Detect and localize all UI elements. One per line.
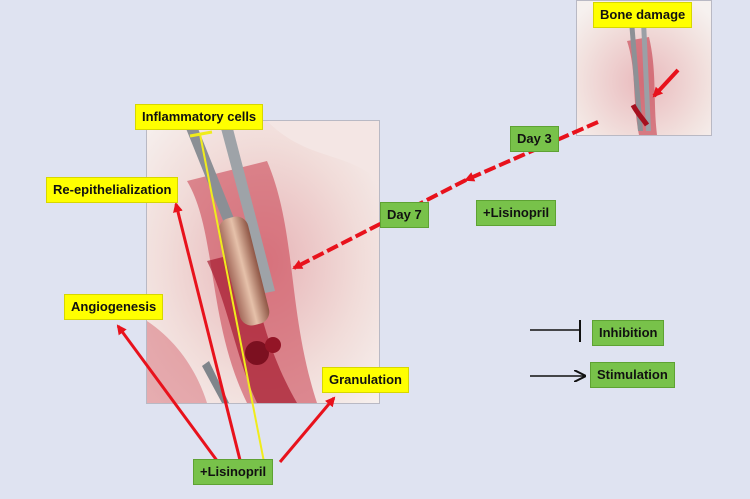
label-lisinopril-bottom: +Lisinopril [193,459,274,485]
bone-damage-pointer-arrow [652,68,680,98]
label-bone-damage: Bone damage [593,2,693,28]
arrow-to-re-epithelialization [173,202,242,461]
inhibition-bar-inflammatory [189,130,213,138]
label-granulation: Granulation [322,367,409,393]
label-day3: Day 3 [510,126,559,152]
inhibition-line-inflammatory [199,133,265,463]
legend-stimulation-label: Stimulation [590,362,675,388]
label-lisinopril-right: +Lisinopril [476,200,557,226]
wound-photo-large [146,120,380,404]
label-re-epithelialization: Re-epithelialization [46,177,179,203]
label-day7: Day 7 [380,202,429,228]
label-angiogenesis: Angiogenesis [64,294,164,320]
legend-inhibition-label: Inhibition [592,320,665,346]
arrow-to-angiogenesis [116,324,220,463]
label-inflammatory-cells: Inflammatory cells [135,104,264,130]
arrow-to-granulation [278,396,336,463]
